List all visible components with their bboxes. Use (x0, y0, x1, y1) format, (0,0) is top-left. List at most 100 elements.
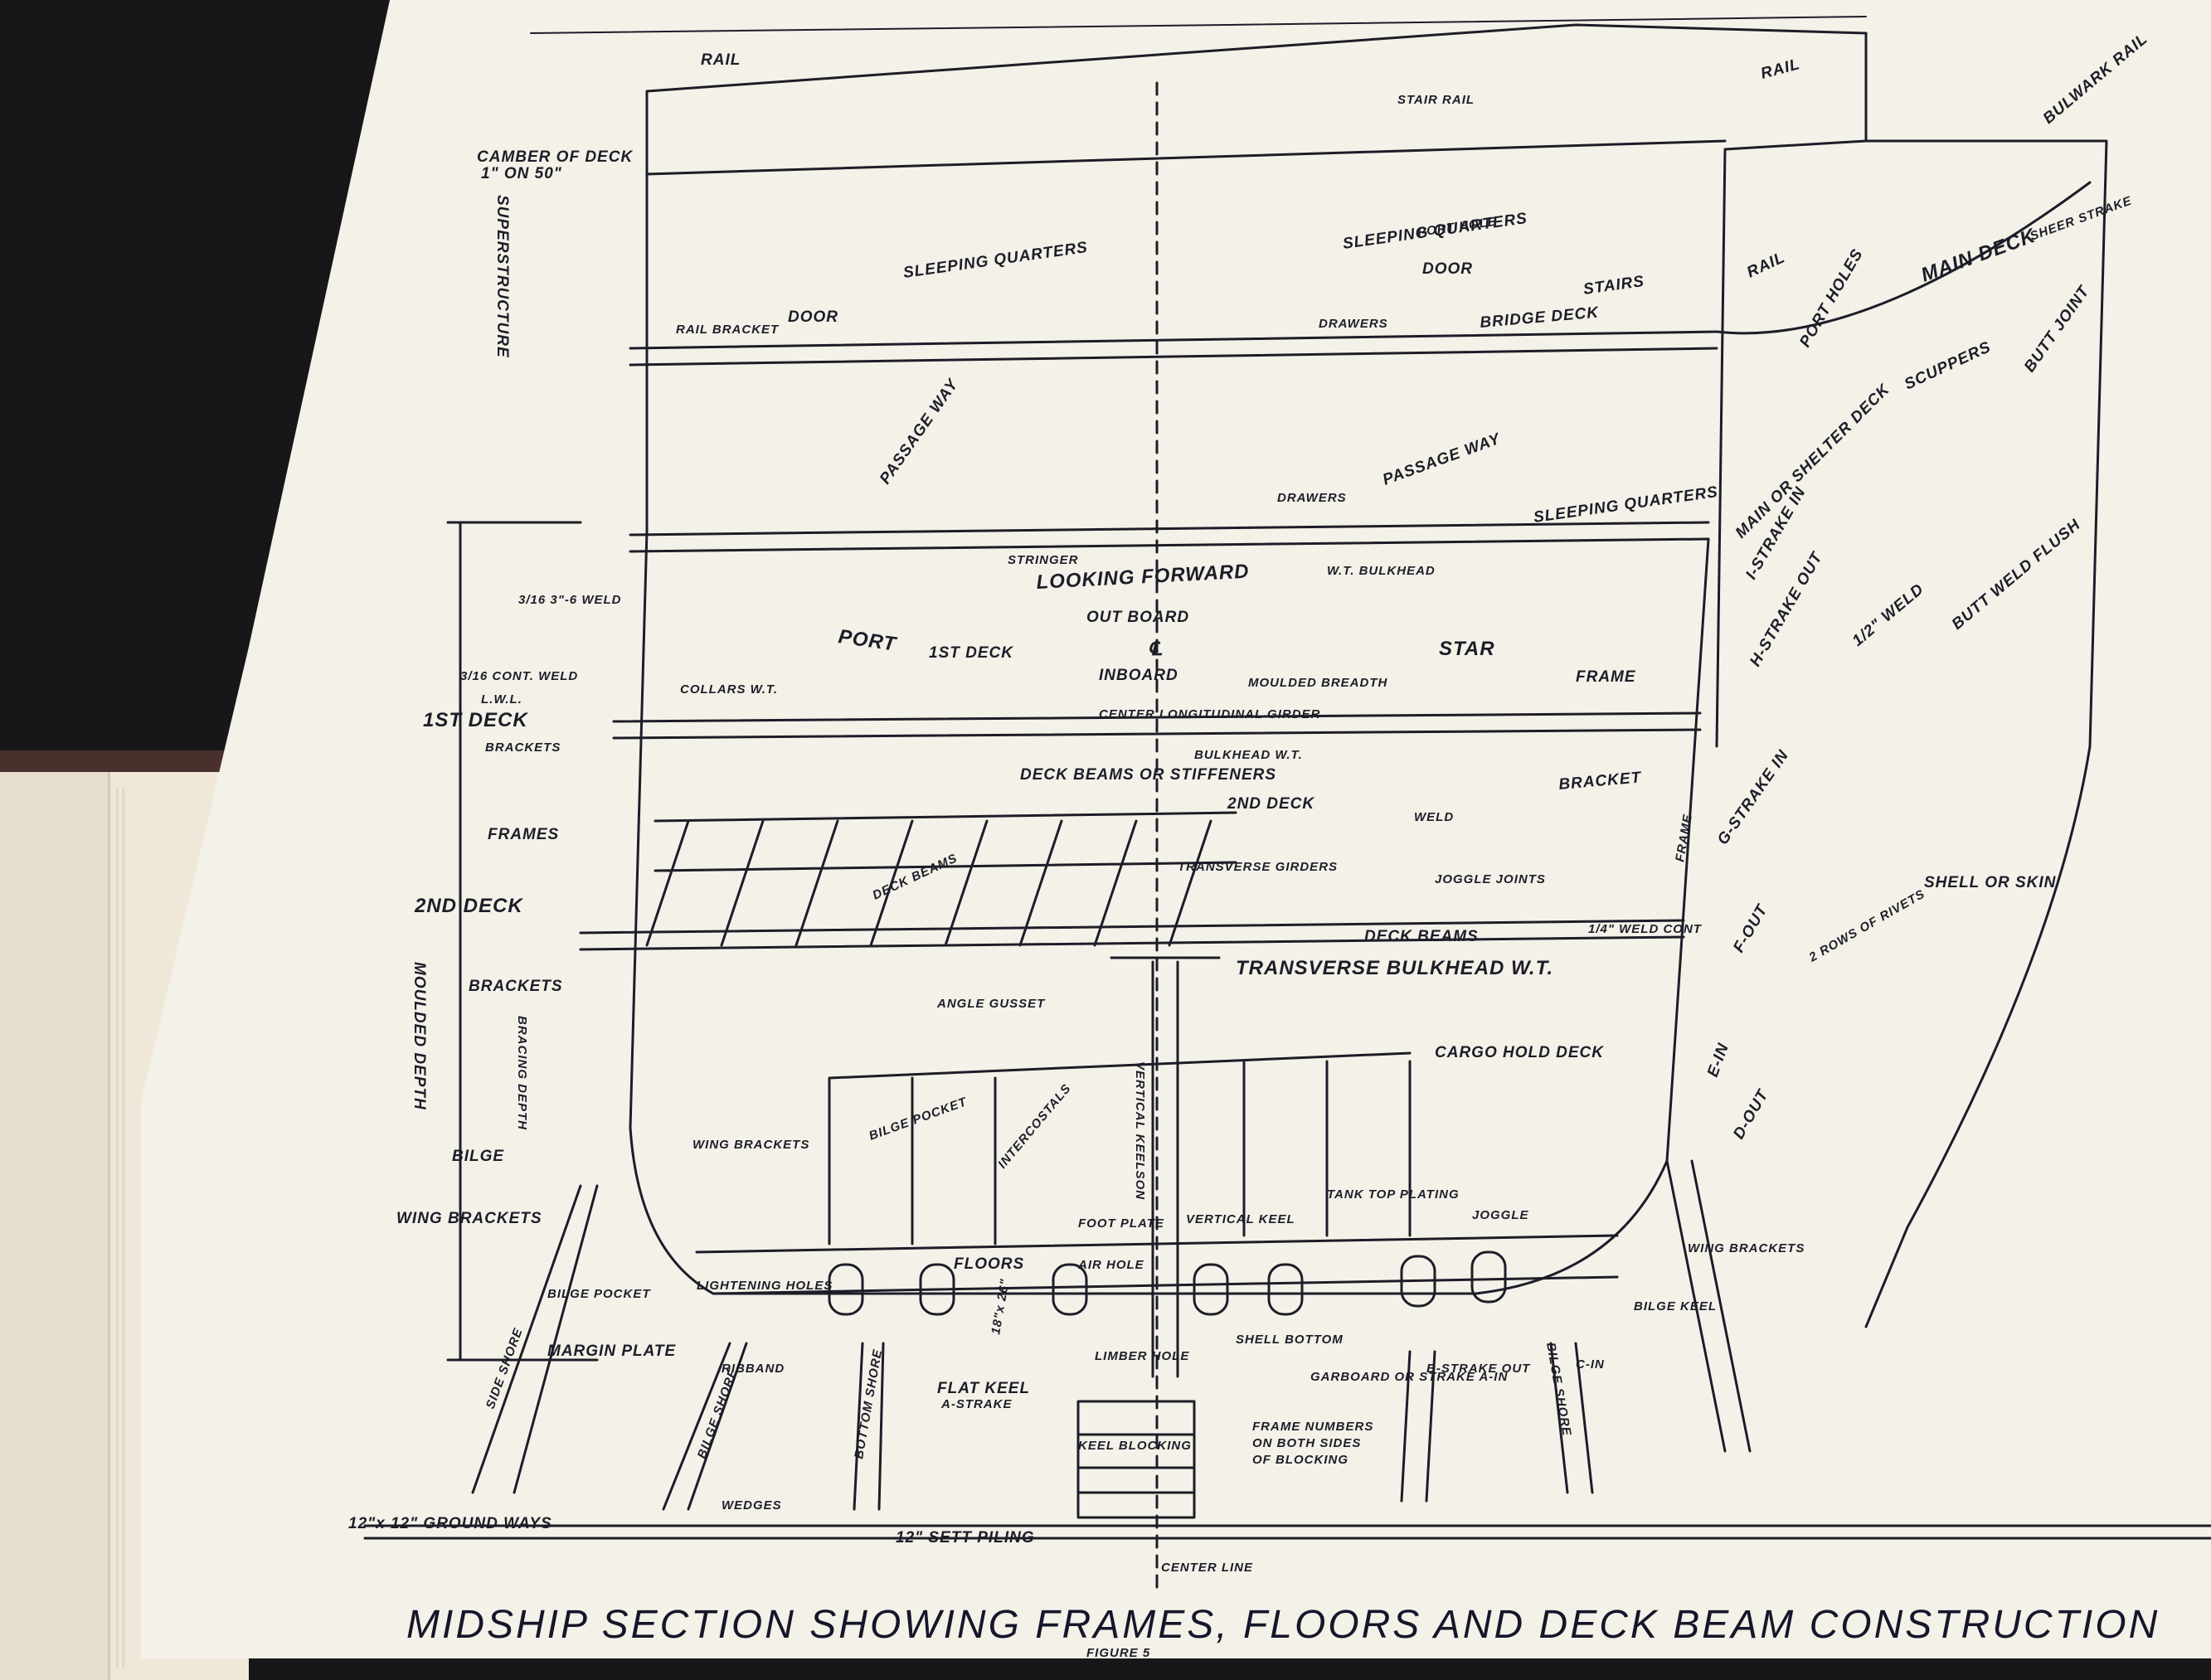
label-frames: FRAMES (488, 826, 559, 843)
label-deck-beams: DECK BEAMS (1364, 928, 1479, 945)
label-flat-keel: FLAT KEEL (937, 1380, 1030, 1397)
label-two-rows-rivets: 2 ROWS OF RIVETS (1806, 886, 1928, 964)
vertical-keel (1110, 956, 1221, 1378)
label-bilge: BILGE (452, 1148, 504, 1165)
label-margin-plate: MARGIN PLATE (547, 1343, 677, 1360)
label-drawers-mid: DRAWERS (1277, 491, 1347, 505)
second-deck-line (579, 919, 1685, 951)
label-passage-way-left: PASSAGE WAY (877, 375, 963, 488)
deck-beam-grid (645, 811, 1237, 947)
label-superstructure: SUPERSTRUCTURE (493, 195, 511, 358)
bridge-deck-line (629, 330, 1718, 367)
label-port: PORT (837, 625, 899, 656)
label-cont-weld-small: 1/4" WELD CONT (1588, 922, 1703, 936)
label-weld: WELD (1414, 810, 1454, 824)
label-sett-piling: 12" SETT PILING (896, 1529, 1035, 1546)
label-c-in: C-IN (1576, 1357, 1605, 1372)
label-scuppers: SCUPPERS (1902, 338, 1994, 394)
label-first-deck-center: 1ST DECK (929, 644, 1013, 662)
hull-shell-left (629, 529, 1710, 1295)
hull-shell-right (1864, 139, 2108, 1328)
label-stairs: STAIRS (1582, 273, 1645, 299)
label-wing-brackets: WING BRACKETS (396, 1210, 542, 1227)
label-sleeping-quarters-left: SLEEPING QUARTERS (902, 239, 1089, 282)
label-moulded-depth: MOULDED DEPTH (411, 962, 428, 1110)
label-cargo-hold-deck: CARGO HOLD DECK (1435, 1044, 1604, 1061)
label-second-deck: 2ND DECK (414, 895, 523, 917)
label-bridge-deck: BRIDGE DECK (1480, 303, 1601, 331)
label-bulwark-rail: BULWARK RAIL (2040, 30, 2151, 127)
label-ground-ways: 12"x 12" GROUND WAYS (348, 1515, 552, 1532)
label-drawers-top: DRAWERS (1319, 317, 1388, 331)
label-sleeping-quarters-mid: SLEEPING QUARTERS (1533, 483, 1719, 527)
label-moulded-breadth: MOULDED BREADTH (1248, 676, 1387, 690)
cover-inner-page (0, 772, 110, 1680)
label-camber-value: 1" ON 50" (481, 165, 562, 182)
label-port-holes: PORT HOLES (1796, 246, 1867, 351)
label-butt-joint: BUTT JOINT (2021, 283, 2093, 376)
sheet-top-border (530, 16, 1867, 34)
label-wing-brackets-right: WING BRACKETS (1688, 1241, 1805, 1255)
label-lwl: L.W.L. (481, 692, 522, 706)
label-limber-hole: LIMBER HOLE (1095, 1349, 1189, 1363)
label-deck-beams-or-stiffeners: DECK BEAMS OR STIFFENERS (1020, 766, 1276, 784)
label-lightening-holes: LIGHTENING HOLES (697, 1279, 833, 1293)
label-shell-or-skin: SHELL OR SKIN (1924, 874, 2057, 891)
label-side-shore: SIDE SHORE (484, 1326, 526, 1411)
page-fold (116, 789, 124, 1668)
label-frame-numbers-2: ON BOTH SIDES (1252, 1436, 1361, 1450)
label-butt-weld-flush: BUTT WELD FLUSH (1949, 516, 2084, 634)
label-door-left: DOOR (788, 308, 838, 326)
label-rail-bracket: RAIL BRACKET (676, 323, 780, 337)
label-sheer-strake: SHEER STRAKE (2029, 193, 2135, 243)
label-foot-plate: FOOT PLATE (1078, 1216, 1164, 1231)
label-rail-right: RAIL (1759, 56, 1802, 83)
label-wt-bulkhead: W.T. BULKHEAD (1327, 564, 1436, 578)
label-joggle-joints: JOGGLE JOINTS (1435, 872, 1546, 886)
label-deck-beams-diag: DECK BEAMS (871, 851, 960, 902)
label-g-strake-in: G-STRAKE IN (1714, 746, 1793, 847)
label-out-board: OUT BOARD (1086, 609, 1189, 626)
label-ribband: RIBBAND (722, 1362, 785, 1376)
label-centerline-symbol: ℄ (1149, 638, 1163, 660)
shores (471, 1159, 1752, 1511)
keel-blocking-stack (1076, 1400, 1196, 1519)
label-cont-weld: 3/16 CONT. WELD (460, 669, 578, 683)
label-brackets-lower: BRACKETS (469, 978, 563, 995)
first-deck-line (612, 711, 1702, 740)
label-rail-top: RAIL (701, 51, 741, 69)
label-second-deck-center: 2ND DECK (1227, 795, 1314, 813)
label-wing-brackets-inner: WING BRACKETS (692, 1138, 809, 1152)
label-d-out: D-OUT (1730, 1086, 1772, 1142)
label-center-longitudinal-girder: CENTER LONGITUDINAL GIRDER (1099, 707, 1320, 721)
double-bottom-bays (828, 1051, 1412, 1245)
label-b-strake-out: B-STRAKE OUT (1426, 1362, 1531, 1376)
label-inboard: INBOARD (1099, 667, 1178, 684)
label-collars-wt: COLLARS W.T. (680, 682, 778, 697)
label-passage-way-right: PASSAGE WAY (1381, 430, 1504, 488)
label-vertical-keel: VERTICAL KEEL (1186, 1212, 1295, 1226)
label-bilge-pocket-upper: BILGE POCKET (867, 1095, 970, 1143)
label-tank-top-plating: TANK TOP PLATING (1327, 1187, 1460, 1202)
label-frame-numbers-3: OF BLOCKING (1252, 1453, 1348, 1467)
label-bilge-shore-right: BILGE SHORE (1543, 1342, 1574, 1438)
label-door-right: DOOR (1422, 260, 1473, 278)
ground-ways (363, 1524, 2211, 1540)
label-floors: FLOORS (954, 1255, 1024, 1273)
figure-caption-sub: FIGURE 5 (1086, 1646, 1150, 1658)
moulded-depth-dimension (446, 521, 599, 1362)
label-star: STAR (1439, 638, 1495, 660)
label-a-strake: A-STRAKE (940, 1397, 1013, 1411)
label-hole-size: 18"x 26" (989, 1278, 1013, 1336)
label-air-hole: AIR HOLE (1077, 1258, 1144, 1272)
label-main-shelter-deck: MAIN OR SHELTER DECK (1732, 381, 1894, 542)
label-keel-blocking: KEEL BLOCKING (1078, 1439, 1192, 1453)
label-bracing-depth: BRACING DEPTH (515, 1016, 529, 1130)
label-garboard: GARBOARD OR STRAKE A-IN (1310, 1370, 1508, 1384)
label-shell-bottom: SHELL BOTTOM (1236, 1333, 1344, 1347)
label-bulkhead-wt: BULKHEAD W.T. (1194, 748, 1303, 762)
label-weld-spec: 3/16 3"-6 WELD (518, 593, 621, 607)
label-bracket-right: BRACKET (1558, 769, 1643, 794)
label-wedges: WEDGES (722, 1498, 782, 1512)
